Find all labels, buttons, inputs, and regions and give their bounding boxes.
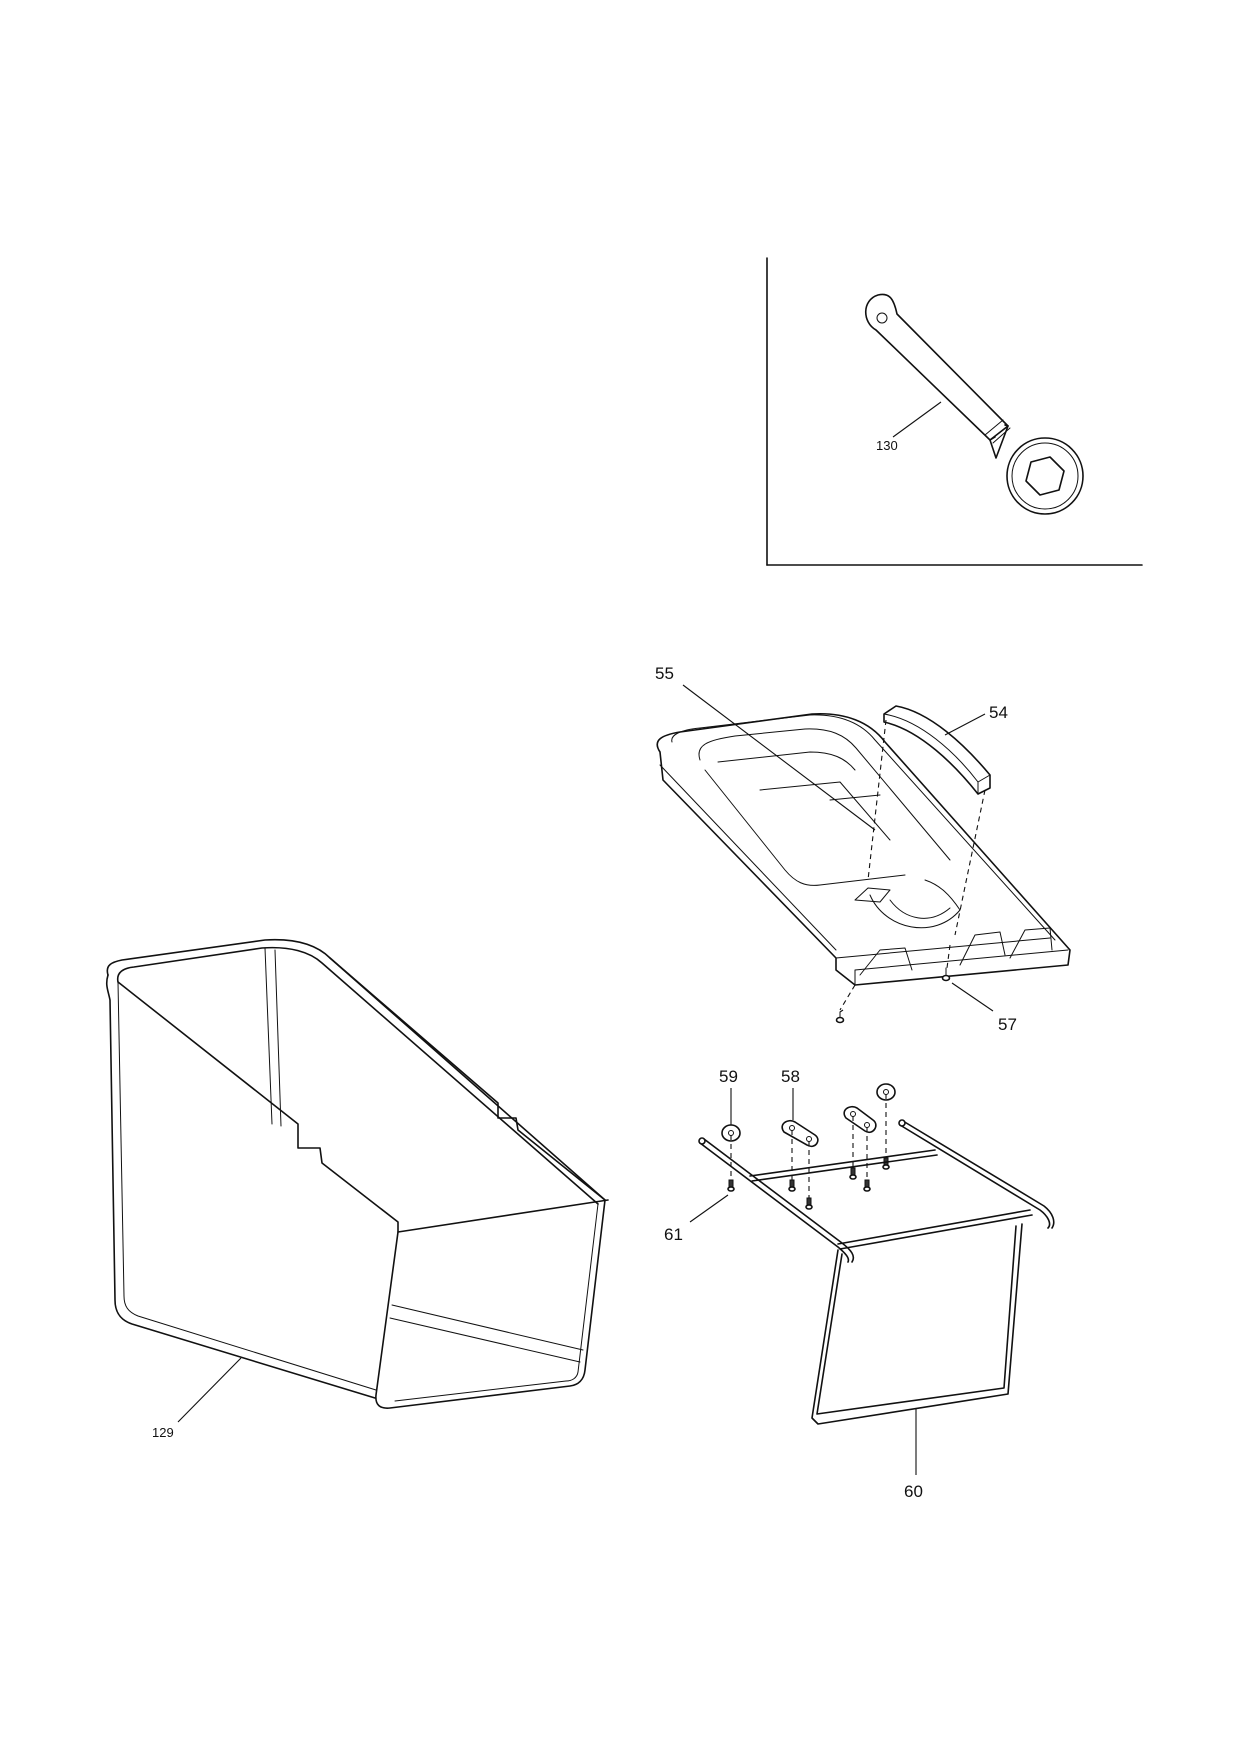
label-57: 57 <box>998 1015 1017 1034</box>
label-60: 60 <box>904 1482 923 1501</box>
part-58-plates <box>781 1105 877 1148</box>
inset-frame <box>766 257 1143 566</box>
label-61: 61 <box>664 1225 683 1244</box>
part-54-grip <box>883 705 991 795</box>
part-130-wrench <box>864 293 1084 515</box>
part-59-callout: 59 <box>719 1067 738 1125</box>
label-55: 55 <box>655 664 674 683</box>
part-61-callout: 61 <box>664 1194 729 1244</box>
part-55-callout: 55 <box>655 664 876 831</box>
part-129-callout: 129 <box>152 1357 242 1440</box>
part-55-cover <box>656 712 1071 986</box>
part-57-callout: 57 <box>951 982 1017 1034</box>
part-54-dashed-axis <box>867 719 887 881</box>
part-54-callout: 54 <box>944 703 1008 736</box>
label-58: 58 <box>781 1067 800 1086</box>
label-130: 130 <box>876 438 898 453</box>
label-129: 129 <box>152 1425 174 1440</box>
plate-screws <box>727 1094 890 1210</box>
part-54-dashed-axis-2 <box>954 789 986 936</box>
part-130-callout: 130 <box>876 401 942 453</box>
label-59: 59 <box>719 1067 738 1086</box>
part-129-bag <box>105 938 609 1409</box>
label-54: 54 <box>989 703 1008 722</box>
part-60-frame <box>698 1119 1055 1425</box>
part-57-screws <box>835 944 951 1024</box>
part-60-callout: 60 <box>904 1408 923 1501</box>
part-58-callout: 58 <box>781 1067 800 1120</box>
